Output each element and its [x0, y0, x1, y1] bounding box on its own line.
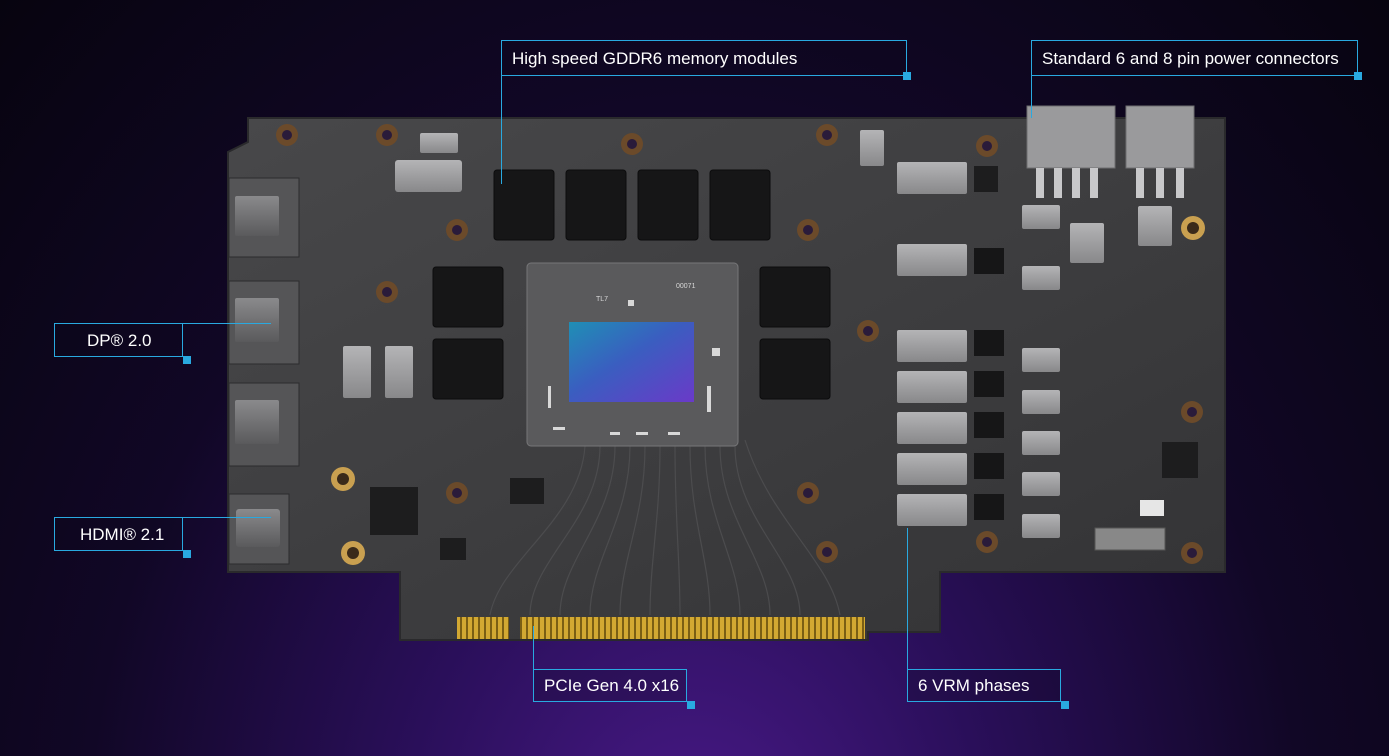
- power-leader-line: [1031, 76, 1033, 118]
- memory-modules: [432, 169, 831, 400]
- hdmi-leader-line: [181, 517, 271, 519]
- pcie-traces: [489, 439, 841, 616]
- chip-label-right: 00071: [676, 283, 696, 290]
- power-connectors: [1026, 105, 1195, 198]
- pcie-gold-contacts: [457, 617, 865, 639]
- display-ports: [228, 177, 300, 467]
- gpu-package: [526, 262, 739, 447]
- dp-callout: DP® 2.0: [54, 323, 183, 357]
- dp-callout-marker: [183, 356, 191, 364]
- memory-callout-label: High speed GDDR6 memory modules: [512, 48, 798, 68]
- power-callout-marker: [1354, 72, 1362, 80]
- power-callout-label: Standard 6 and 8 pin power connectors: [1042, 48, 1339, 68]
- dp-callout-label: DP® 2.0: [87, 330, 152, 350]
- pcie-callout-label: PCIe Gen 4.0 x16: [544, 676, 680, 695]
- memory-callout: High speed GDDR6 memory modules: [501, 40, 907, 76]
- vrm-phases: [897, 162, 1172, 538]
- hdmi-callout-marker: [183, 550, 191, 558]
- chip-label-left: TL7: [596, 296, 608, 303]
- hdmi-callout: HDMI® 2.1: [54, 517, 183, 551]
- power-callout: Standard 6 and 8 pin power connectors: [1031, 40, 1358, 76]
- memory-callout-marker: [903, 72, 911, 80]
- mounting-holes: [276, 124, 1205, 565]
- vrm-callout-marker: [1061, 701, 1069, 709]
- pcie-callout-marker: [687, 701, 695, 709]
- vrm-callout: 6 VRM phases: [907, 669, 1061, 702]
- pcie-leader-line: [533, 626, 535, 669]
- vrm-callout-label: 6 VRM phases: [918, 676, 1030, 695]
- hdmi-port: [228, 493, 290, 565]
- gpu-die: [569, 322, 694, 402]
- hdmi-callout-label: HDMI® 2.1: [80, 524, 165, 544]
- pcie-callout: PCIe Gen 4.0 x16: [533, 669, 687, 702]
- dp-leader-line: [181, 323, 271, 325]
- memory-leader-line: [501, 76, 503, 184]
- vrm-leader-line: [907, 528, 909, 669]
